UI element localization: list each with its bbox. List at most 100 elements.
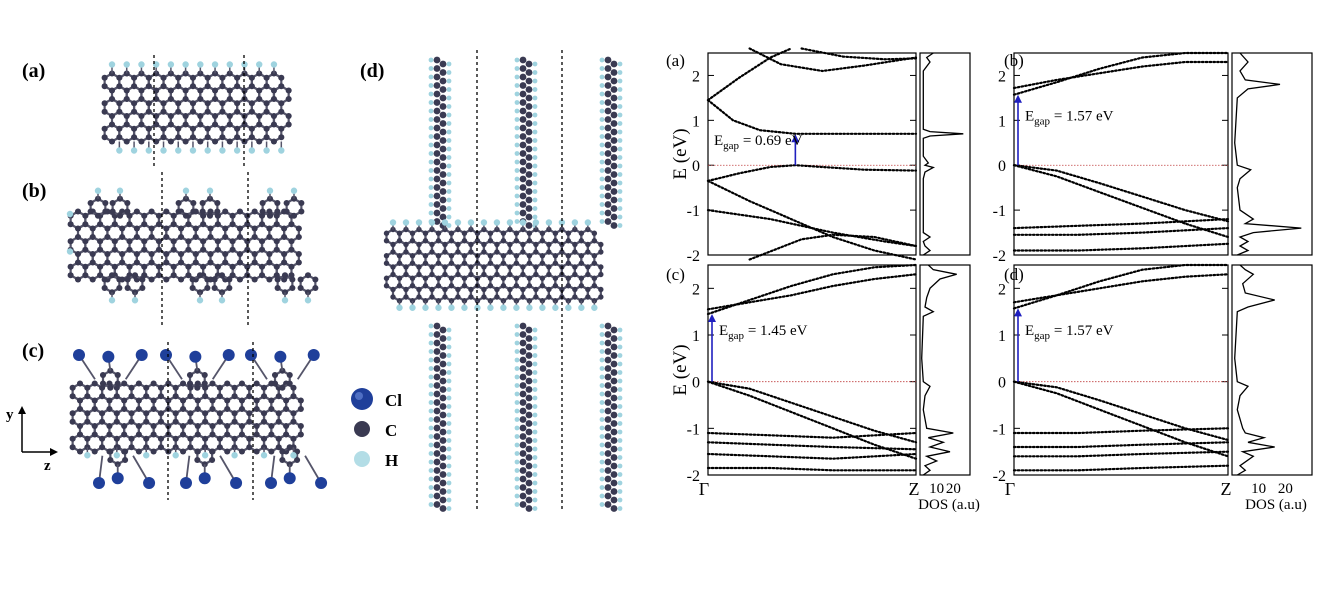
hydrogen-atom bbox=[532, 421, 538, 426]
carbon-atom bbox=[439, 411, 447, 419]
gap-label: Egap = 1.57 eV bbox=[1025, 323, 1114, 342]
carbon-atom bbox=[91, 405, 98, 413]
carbon-atom bbox=[396, 230, 403, 236]
hydrogen-atom bbox=[532, 446, 538, 452]
carbon-atom bbox=[177, 225, 185, 232]
carbon-atom bbox=[148, 276, 155, 283]
band-curve bbox=[1012, 51, 1230, 96]
carbon-atom bbox=[185, 263, 192, 270]
hydrogen-atom bbox=[446, 429, 452, 435]
carbon-atom bbox=[74, 250, 82, 258]
carbon-atom bbox=[209, 456, 216, 464]
carbon-atom bbox=[274, 284, 281, 292]
carbon-atom bbox=[610, 352, 618, 359]
hydrogen-atom bbox=[617, 455, 623, 460]
carbon-atom bbox=[403, 264, 409, 270]
carbon-atom bbox=[248, 83, 255, 90]
hydrogen-atom bbox=[617, 327, 623, 333]
carbon-atom bbox=[246, 418, 253, 425]
carbon-atom bbox=[435, 260, 442, 266]
carbon-atom bbox=[246, 393, 253, 400]
carbon-atom bbox=[433, 399, 441, 406]
hydrogen-atom bbox=[446, 438, 452, 443]
hydrogen-atom bbox=[532, 480, 538, 486]
hydrogen-atom bbox=[532, 138, 538, 143]
nanoribbon-structure-b bbox=[66, 187, 319, 304]
carbon-atom bbox=[182, 87, 189, 94]
gap-label-value: = 1.57 eV bbox=[1050, 323, 1114, 339]
carbon-atom bbox=[525, 103, 533, 110]
carbon-atom bbox=[274, 199, 281, 207]
carbon-atom bbox=[525, 335, 533, 342]
carbon-atom bbox=[244, 221, 251, 228]
carbon-atom bbox=[519, 209, 527, 217]
carbon-atom bbox=[283, 431, 290, 438]
carbon-atom bbox=[150, 422, 157, 430]
hydrogen-atom bbox=[446, 61, 452, 67]
carbon-atom bbox=[148, 259, 155, 266]
carbon-atom bbox=[234, 125, 241, 132]
y-tick-label: 1 bbox=[692, 113, 700, 130]
carbon-atom bbox=[163, 233, 170, 241]
carbon-atom bbox=[263, 108, 270, 115]
carbon-atom bbox=[519, 192, 527, 200]
hydrogen-atom bbox=[617, 95, 623, 101]
carbon-atom bbox=[591, 253, 598, 259]
hydrogen-atom bbox=[617, 121, 623, 126]
carbon-atom bbox=[610, 462, 618, 470]
hydrogen-atom bbox=[514, 159, 520, 165]
carbon-atom bbox=[297, 284, 304, 292]
carbon-atom bbox=[123, 87, 130, 94]
hydrogen-atom bbox=[428, 434, 434, 439]
carbon-atom bbox=[525, 60, 533, 68]
hydrogen-atom bbox=[617, 70, 623, 75]
carbon-atom bbox=[455, 264, 461, 270]
carbon-atom bbox=[604, 90, 612, 98]
hydrogen-atom bbox=[599, 91, 605, 97]
carbon-atom bbox=[433, 201, 441, 208]
hydrogen-atom bbox=[584, 219, 592, 226]
carbon-atom bbox=[533, 264, 539, 270]
carbon-atom bbox=[256, 95, 263, 103]
carbon-atom bbox=[275, 444, 282, 451]
carbon-atom bbox=[199, 199, 206, 207]
carbon-atom bbox=[155, 263, 163, 270]
y-tick-label: 1 bbox=[998, 113, 1006, 130]
carbon-atom bbox=[403, 271, 409, 278]
y-tick-label: 2 bbox=[692, 68, 700, 85]
carbon-atom bbox=[439, 111, 447, 119]
carbon-atom bbox=[101, 83, 108, 90]
carbon-atom bbox=[135, 431, 142, 438]
carbon-atom bbox=[610, 222, 618, 229]
carbon-atom bbox=[194, 422, 201, 430]
carbon-atom bbox=[433, 82, 441, 89]
carbon-atom bbox=[236, 225, 244, 232]
carbon-atom bbox=[207, 233, 214, 241]
carbon-atom bbox=[238, 422, 246, 430]
k-point-label: Γ bbox=[699, 479, 709, 499]
carbon-atom bbox=[439, 86, 447, 93]
hydrogen-atom bbox=[514, 142, 520, 148]
hydrogen-atom bbox=[539, 304, 546, 311]
hydrogen-atom bbox=[446, 129, 452, 135]
carbon-atom bbox=[285, 121, 292, 128]
band-curve bbox=[1012, 60, 1230, 90]
carbon-atom bbox=[186, 380, 194, 387]
carbon-atom bbox=[143, 410, 150, 417]
carbon-atom bbox=[224, 397, 231, 404]
carbon-atom bbox=[163, 250, 170, 258]
hydrogen-atom bbox=[446, 446, 452, 452]
carbon-atom bbox=[442, 241, 448, 248]
hydrogen-atom bbox=[428, 193, 434, 199]
gap-arrow-head-icon bbox=[1014, 308, 1022, 317]
carbon-atom bbox=[439, 94, 447, 102]
carbon-atom bbox=[69, 393, 76, 400]
hydrogen-atom bbox=[599, 400, 605, 405]
band-curve bbox=[1012, 263, 1230, 310]
hydrogen-atom bbox=[617, 172, 623, 177]
band-curve bbox=[1012, 164, 1230, 239]
carbon-atom bbox=[290, 384, 297, 391]
carbon-atom bbox=[383, 230, 390, 236]
carbon-atom bbox=[507, 241, 513, 248]
